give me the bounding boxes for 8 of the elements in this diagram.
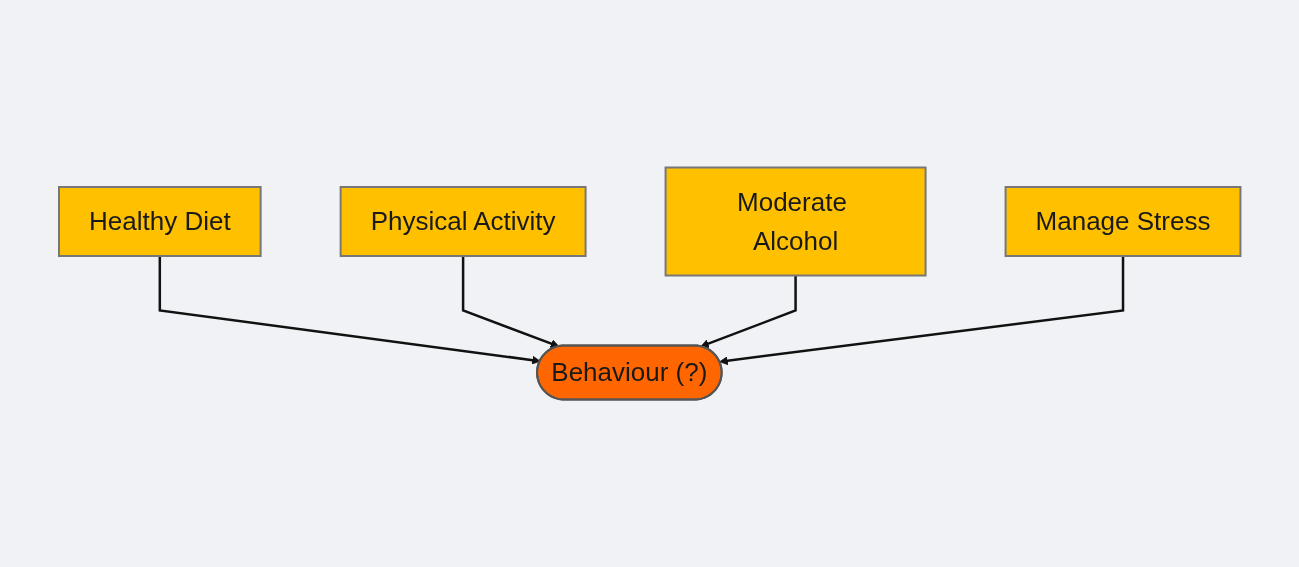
- node-box: Manage Stress: [1004, 186, 1242, 257]
- node-box: Moderate Alcohol: [664, 166, 927, 277]
- arrow: [461, 256, 560, 348]
- node-box: Healthy Diet: [57, 186, 262, 257]
- arrow: [719, 256, 1125, 366]
- arrow: [158, 256, 541, 365]
- arrow: [700, 275, 797, 348]
- node-box: Physical Activity: [339, 186, 587, 257]
